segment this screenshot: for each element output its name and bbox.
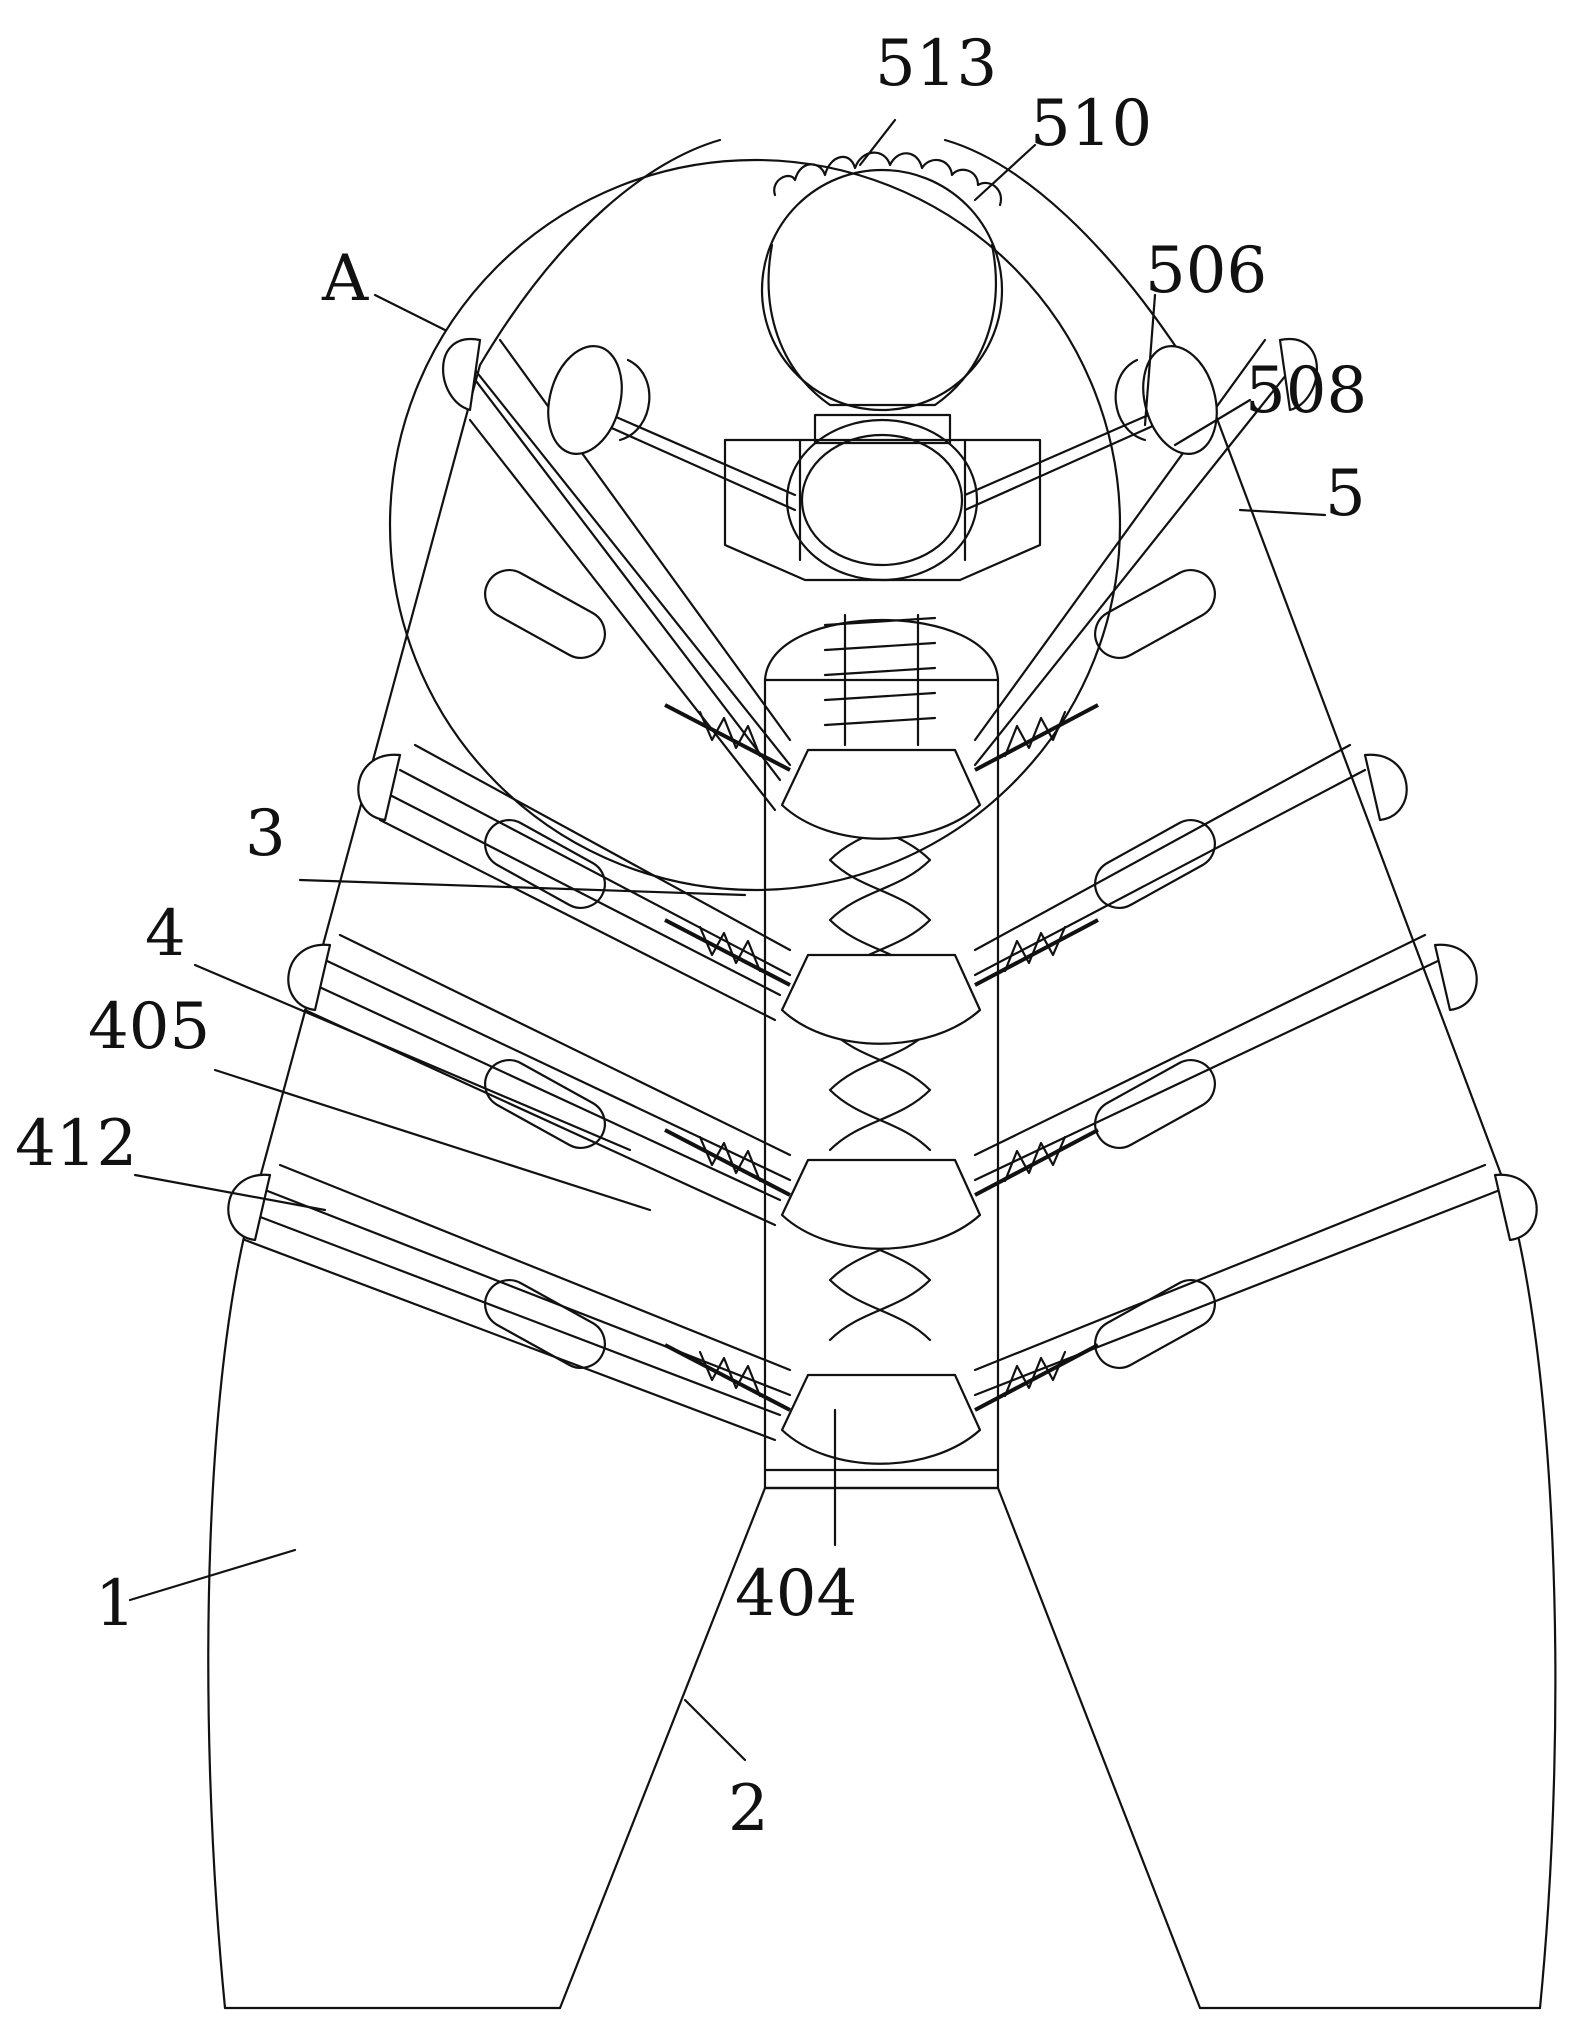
left-springs [665,705,790,1410]
left-massage-bumps [228,339,480,1240]
label-4: 4 [145,897,186,971]
spine-blocks [782,750,980,1464]
label-412: 412 [15,1107,137,1181]
label-510: 510 [1030,87,1152,161]
leg-gap-outline [560,1488,1200,2008]
right-massage-bumps [1280,339,1537,1240]
label-2: 2 [728,1772,769,1846]
label-3: 3 [245,797,286,871]
right-rod-slots [1087,561,1224,1376]
detail-circle-A [390,160,1120,890]
head-ball [762,170,1002,410]
label-506: 506 [1145,234,1267,308]
label-1: 1 [95,1567,136,1641]
right-rib-arms [975,340,1500,1395]
right-springs [975,705,1098,1410]
label-404: 404 [735,1557,857,1631]
side-rods [600,410,1160,510]
label-513: 513 [875,27,997,101]
neck-housing [725,440,1040,580]
label-A: A [321,242,369,316]
label-508: 508 [1245,354,1367,428]
label-5: 5 [1325,457,1366,531]
spine-chain-links [830,800,930,1340]
label-405: 405 [88,990,210,1064]
head-ball-bumps [774,153,1001,205]
left-rod-slots [477,561,614,1376]
